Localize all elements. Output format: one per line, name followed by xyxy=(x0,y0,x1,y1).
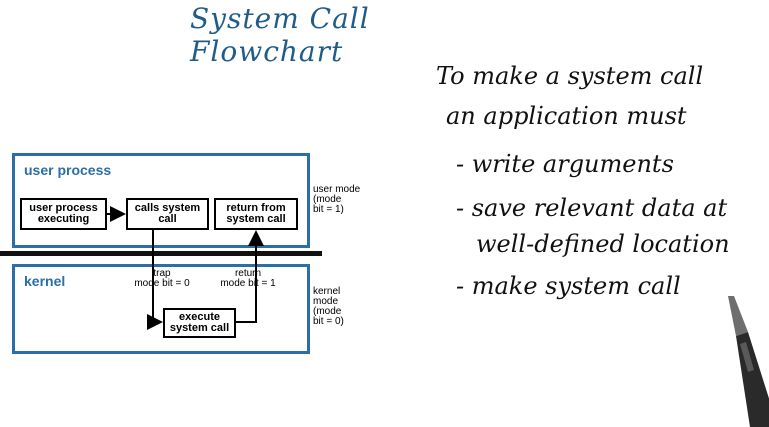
notes-intro-line2: an application must xyxy=(446,102,687,130)
notes-bullet-save-data-line1: - save relevant data at xyxy=(456,194,728,222)
kernel-box: kernel xyxy=(12,264,310,354)
return-label: return mode bit = 1 xyxy=(220,268,276,289)
trap-label: trap mode bit = 0 xyxy=(134,268,190,289)
user-process-label: user process xyxy=(24,162,112,178)
return-from-system-call-step: return from system call xyxy=(214,198,298,230)
notes-bullet-write-arguments: - write arguments xyxy=(456,150,674,178)
notes-intro-line1: To make a system call xyxy=(436,62,704,90)
kernel-mode-note: kernel mode (mode bit = 0) xyxy=(313,286,344,327)
user-mode-note: user mode (mode bit = 1) xyxy=(313,184,361,215)
mode-divider xyxy=(0,251,322,256)
user-process-executing-step: user process executing xyxy=(20,198,107,230)
execute-system-call-step: execute system call xyxy=(163,308,236,338)
kernel-label: kernel xyxy=(24,273,66,289)
notes-bullet-make-system-call: - make system call xyxy=(456,272,681,300)
page-title: System Call Flowchart xyxy=(190,2,370,68)
notes-bullet-save-data-line2: well-defined location xyxy=(476,230,730,258)
user-process-box: user process xyxy=(12,153,310,248)
pen-icon xyxy=(728,296,769,427)
calls-system-call-step: calls system call xyxy=(126,198,209,230)
arrow-return xyxy=(236,230,264,323)
arrow-trap xyxy=(147,230,163,330)
